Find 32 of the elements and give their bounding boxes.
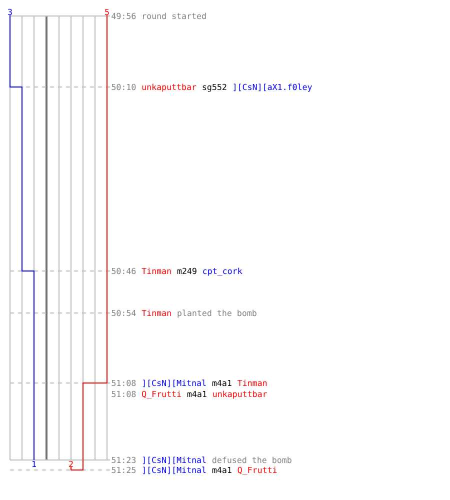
player-name: Q_Frutti — [142, 390, 181, 399]
player-name: unkaputtbar — [213, 390, 267, 399]
weapon-name: sg552 — [202, 84, 226, 92]
time-label: 49:56 — [112, 12, 136, 20]
time-label: 51:25 — [112, 466, 136, 474]
player-name: ][CsN][Mitnal — [142, 456, 206, 464]
count-number: 5 — [104, 8, 110, 16]
player-name: Tinman — [238, 380, 267, 386]
time-label: 50:10 — [112, 84, 136, 90]
player-name: ][CsN][Mitnal — [142, 380, 206, 388]
count-number: 1 — [32, 460, 36, 467]
count-number: 3 — [8, 8, 12, 16]
weapon-name: m249 — [177, 268, 196, 274]
weapon-name: m4a1 — [212, 380, 232, 386]
time-label: 51:08 — [112, 380, 136, 386]
time-label: 50:46 — [112, 268, 136, 274]
player-name: cpt_cork — [203, 268, 242, 276]
event-text: defused the bomb — [212, 456, 292, 464]
weapon-name: m4a1 — [212, 466, 232, 474]
event-text: planted the bomb — [178, 310, 256, 318]
time-label: 51:08 — [112, 390, 136, 398]
time-label: 51:23 — [112, 456, 136, 464]
time-label: 50:54 — [112, 310, 136, 316]
player-name: Tinman — [142, 268, 171, 274]
player-name: ][CsN][Mitnal — [142, 466, 206, 474]
player-name: Tinman — [142, 310, 171, 316]
weapon-name: m4a1 — [187, 390, 206, 398]
count-number: 2 — [68, 460, 74, 467]
player-name: unkaputtbar — [142, 84, 196, 92]
player-name: Q_Frutti — [238, 466, 277, 475]
event-text: round started — [143, 12, 206, 20]
player-name: ][CsN][aX1.f0ley — [234, 84, 312, 92]
